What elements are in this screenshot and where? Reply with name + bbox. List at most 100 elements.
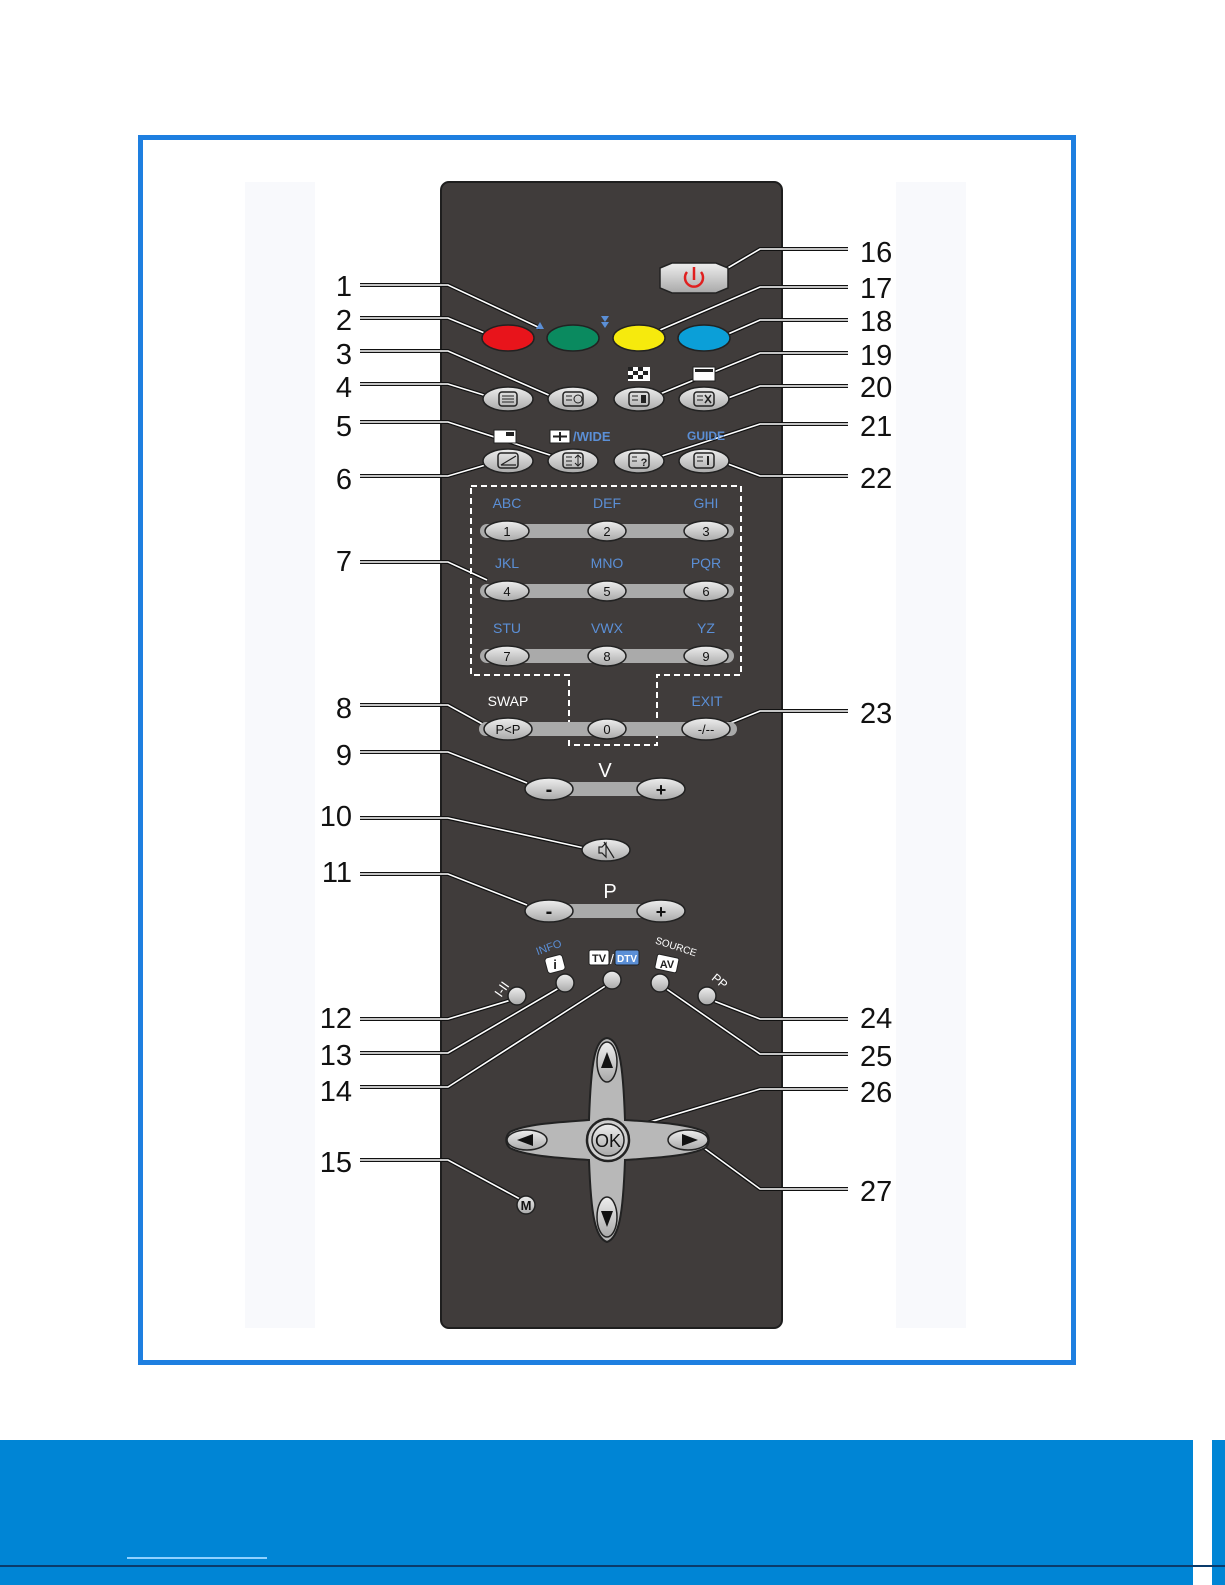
keypad-letters: JKL [495,555,519,571]
exit-label: EXIT [691,693,723,709]
picture-mode-icon [494,430,516,443]
swap-button[interactable]: P<P [484,718,532,740]
teletext-hold-button[interactable] [614,387,664,411]
exit-button-label: -/-- [698,722,715,737]
info-button[interactable] [556,974,574,992]
digit-label: 8 [603,649,610,664]
keypad-letters: PQR [691,555,721,571]
digit-2-button[interactable]: 2 [588,521,626,541]
zoom-icon [550,430,570,443]
program-down-label: - [546,901,553,923]
up-button[interactable] [597,1042,617,1082]
digit-5-button[interactable]: 5 [588,581,626,601]
volume-down-label: - [546,779,553,801]
digit-8-button[interactable]: 8 [588,646,626,666]
digit-0-button[interactable]: 0 [588,719,626,739]
wide-label: /WIDE [573,429,611,444]
volume-label: V [598,760,612,782]
digit-7-button[interactable]: 7 [485,646,529,666]
digit-label: 2 [603,524,610,539]
digit-label: 5 [603,584,610,599]
program-down-button[interactable]: - [525,900,573,923]
footer-link-underline [127,1557,267,1559]
svg-text:/: / [610,951,614,967]
callout-number: 10 [320,801,352,833]
volume-up-label: + [656,780,667,800]
green-button[interactable] [547,325,599,351]
power-button[interactable] [660,263,728,293]
teletext-cancel-button[interactable] [679,387,729,411]
volume-up-button[interactable]: + [637,778,685,800]
callout-number: 12 [320,1003,352,1035]
guide-button[interactable] [679,449,729,473]
source-button[interactable] [651,974,669,992]
keypad-letters: MNO [591,555,624,571]
callout-number: 1 [336,271,352,303]
program-up-label: + [656,902,667,922]
callout-number: 23 [860,698,892,730]
picture-button[interactable] [483,449,533,473]
keypad-letters: STU [493,620,521,636]
keypad-letters: ABC [493,495,522,511]
callout-number: 5 [336,411,352,443]
callout-number: 11 [322,857,352,889]
callout-number: 25 [860,1041,892,1073]
callout-number: 17 [860,273,892,305]
mix-icon [628,367,650,381]
guide-label: GUIDE [687,429,725,443]
callout-number: 6 [336,464,352,496]
digit-1-button[interactable]: 1 [485,521,529,541]
digit-9-button[interactable]: 9 [684,646,728,666]
teletext-clock-button[interactable] [548,387,598,411]
keypad-letters: GHI [694,495,719,511]
callout-number: 18 [860,306,892,338]
down-button[interactable] [597,1197,617,1237]
program-up-button[interactable]: + [637,900,685,922]
callout-number: 22 [860,463,892,495]
keypad-letters: YZ [697,620,715,636]
av-label: AV [660,959,675,971]
digit-3-button[interactable]: 3 [684,521,728,541]
exit-button[interactable]: -/-- [682,718,730,740]
keypad-letters: VWX [591,620,624,636]
callout-number: 21 [860,411,892,443]
callout-number: 26 [860,1077,892,1109]
callout-number: 14 [320,1076,352,1108]
ok-button[interactable]: OK [587,1119,629,1161]
digit-4-button[interactable]: 4 [485,581,529,601]
menu-button[interactable]: M [517,1196,535,1214]
teletext-button[interactable] [483,387,533,411]
reveal-button[interactable]: ? [614,449,664,473]
callout-number: 3 [336,339,352,371]
yellow-button[interactable] [613,325,665,351]
left-button[interactable] [507,1130,547,1150]
callout-number: 15 [320,1147,352,1179]
menu-label: M [521,1198,532,1213]
callout-number: 4 [336,372,352,404]
callout-number: 19 [860,340,892,372]
red-button[interactable] [482,325,534,351]
keypad-letters: DEF [593,495,621,511]
callout-number: 24 [860,1003,892,1035]
digit-0-label: 0 [603,722,610,737]
volume-down-button[interactable]: - [525,778,573,801]
svg-text:?: ? [641,457,648,469]
digit-label: 6 [702,584,709,599]
dtv-label: DTV [617,954,637,965]
info-icon-label: i [553,957,557,972]
callout-number: 20 [860,372,892,404]
right-button[interactable] [668,1130,708,1150]
tv-dtv-button[interactable] [603,971,621,989]
pp-button[interactable] [698,987,716,1005]
size-button[interactable] [548,449,598,473]
callout-number: 7 [336,546,352,578]
cyan-button[interactable] [678,325,730,351]
footer-bar-edge [1212,1440,1225,1585]
digit-6-button[interactable]: 6 [684,581,728,601]
callout-number: 2 [336,305,352,337]
ok-label: OK [595,1131,621,1151]
mute-button[interactable] [582,839,630,861]
tv-label: TV [592,953,607,965]
sound-mode-button[interactable] [508,987,526,1005]
